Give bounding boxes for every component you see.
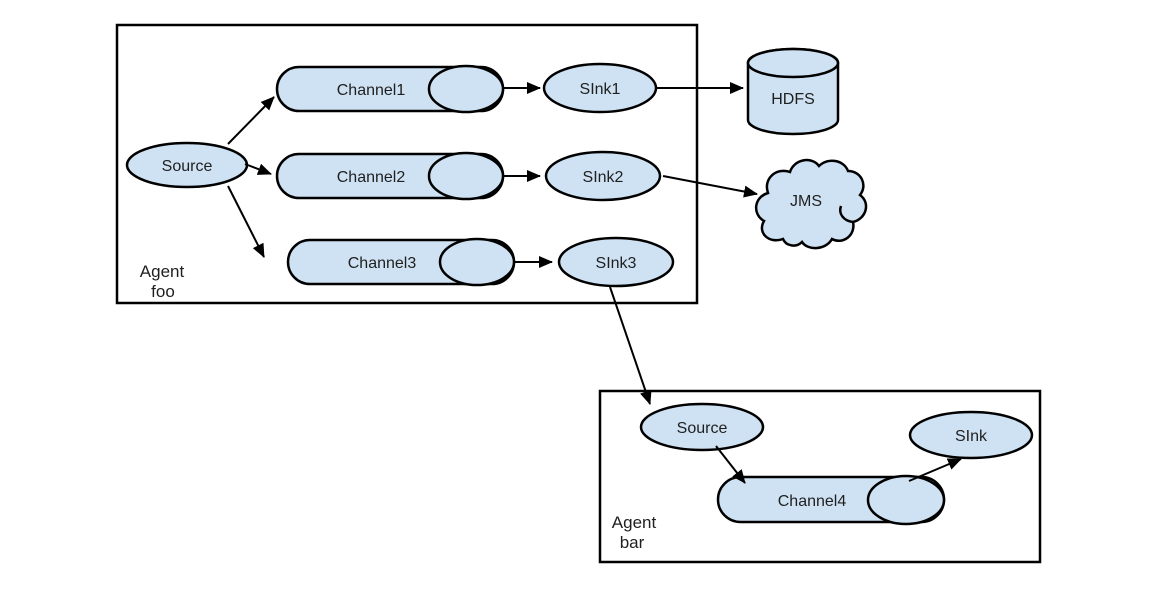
agent-foo-source-label: Source: [162, 158, 213, 175]
jms-cloud-shape: [755, 158, 868, 250]
arrow-bar-source-to-channel4: [715, 445, 746, 484]
arrow-source-to-channel1: [227, 96, 275, 145]
agent-foo-label-line2: foo: [151, 282, 175, 301]
agent-foo-box: [115, 23, 699, 305]
arrow-source-to-channel2: [244, 163, 272, 175]
external-systems-group: HDFS JMS: [657, 47, 868, 250]
jms-cloud-curl: [839, 205, 854, 224]
channel1-node: Channel1: [275, 64, 505, 114]
channel2-node: Channel2: [275, 151, 505, 201]
channel4-node: Channel4: [716, 474, 946, 526]
jms-node: JMS: [755, 158, 868, 250]
channel3-end-cap: [438, 237, 516, 287]
arrow-sink3-to-bar-source: [609, 286, 652, 405]
jms-label: JMS: [790, 193, 822, 210]
agent-bar-box: [598, 389, 1042, 564]
sink3-label: SInk3: [596, 255, 637, 272]
agent-foo-label-line1: Agent: [140, 262, 185, 281]
arrow-channel4-to-bar-sink: [908, 458, 962, 482]
sink2-label: SInk2: [583, 169, 624, 186]
arrow-sink2-to-jms: [662, 175, 758, 198]
channel1-end-cap: [427, 64, 505, 114]
sink1-label: SInk1: [580, 81, 621, 98]
arrow-source-to-channel3: [227, 185, 265, 258]
agent-bar-label-line2: bar: [620, 533, 645, 552]
hdfs-label: HDFS: [771, 91, 815, 108]
agent-bar-label-line1: Agent: [612, 513, 657, 532]
agent-foo-group: Agent foo Source Channel1 Channel2 Chann…: [115, 23, 699, 305]
sink3-node: [557, 236, 675, 288]
sink1-node: [542, 62, 658, 114]
channel1-label: Channel1: [337, 82, 406, 99]
hdfs-cylinder-top: [746, 47, 840, 79]
channel3-node: Channel3: [286, 237, 516, 287]
agent-bar-source-node: [639, 402, 765, 452]
hdfs-node: HDFS: [746, 47, 840, 136]
channel4-label: Channel4: [778, 493, 847, 510]
agent-bar-source-label: Source: [677, 420, 728, 437]
agent-bar-group: Agent bar Source Channel4 SInk: [598, 286, 1042, 564]
channel2-end-cap: [427, 151, 505, 201]
channel2-label: Channel2: [337, 169, 406, 186]
channel3-label: Channel3: [348, 255, 417, 272]
agent-bar-sink-node: [908, 410, 1034, 460]
agent-bar-sink-label: SInk: [955, 428, 988, 445]
sink2-node: [544, 150, 662, 202]
channel4-end-cap: [866, 474, 946, 526]
